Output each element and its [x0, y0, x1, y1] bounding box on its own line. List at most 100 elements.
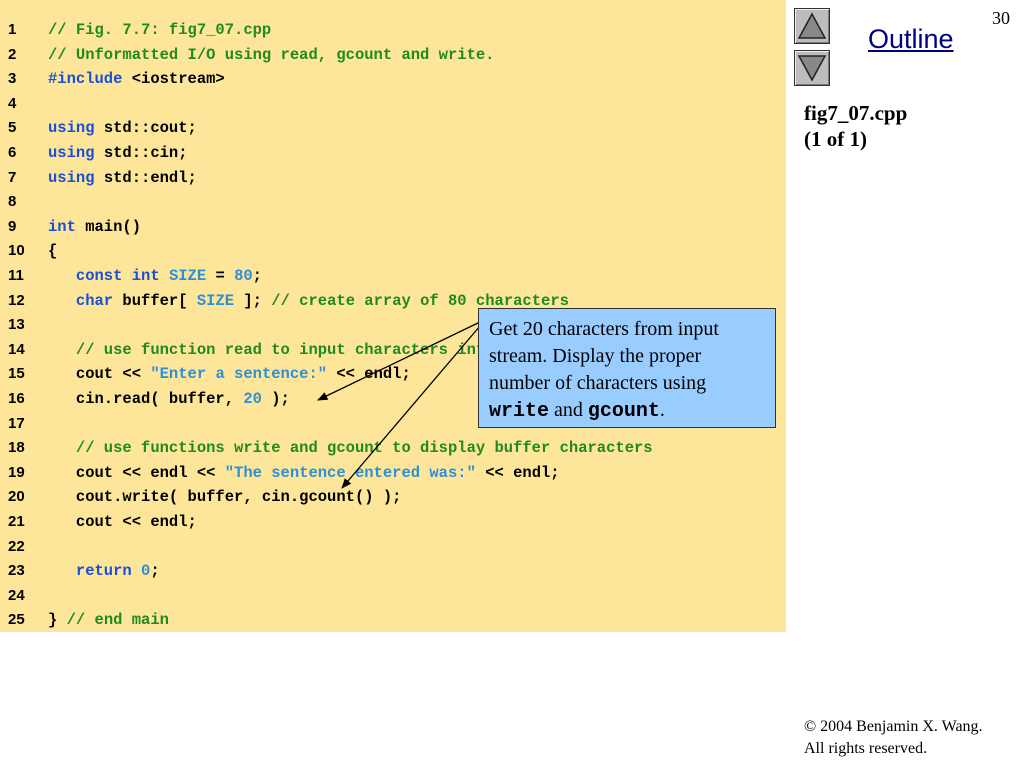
code-text: return 0; — [48, 559, 160, 583]
code-token — [48, 341, 76, 359]
code-line: 6 using std::cin; — [0, 141, 786, 165]
triangle-up-icon — [797, 12, 827, 39]
copyright-line2: All rights reserved. — [804, 740, 928, 757]
code-text: using std::cin; — [48, 141, 188, 165]
code-token: cout << endl << — [48, 463, 225, 482]
code-line: 16 cin.read( buffer, 20 ); — [0, 387, 786, 411]
comment-token: // Unformatted I/O using read, gcount an… — [48, 45, 495, 64]
code-token: cout << endl; — [48, 513, 197, 531]
code-token: << endl; — [475, 463, 560, 482]
code-token — [48, 562, 76, 580]
line-number: 5 — [8, 119, 17, 137]
file-name: fig7_07.cpp — [804, 101, 908, 125]
code-token: cout << — [48, 365, 151, 384]
code-token: ; — [252, 267, 262, 285]
keyword-token: int — [48, 217, 76, 236]
code-text: cout << "Enter a sentence:" << endl; — [48, 362, 411, 386]
line-number: 14 — [8, 340, 25, 358]
next-slide-button[interactable] — [794, 50, 830, 86]
code-text: cout << endl << "The sentence entered wa… — [48, 461, 560, 485]
line-number: 8 — [8, 193, 17, 211]
string-token: "The sentence entered was:" — [224, 463, 476, 482]
keyword-token: char — [75, 291, 114, 310]
code-line: 17 — [0, 412, 786, 436]
code-line: 8 — [0, 190, 786, 214]
code-text: #include <iostream> — [48, 67, 225, 91]
line-number: 7 — [8, 168, 17, 186]
copyright-line1: 2004 Benjamin X. Wang. — [816, 718, 983, 735]
code-line: 1 // Fig. 7.7: fig7_07.cpp — [0, 18, 786, 42]
keyword-token: using — [48, 144, 95, 162]
code-token: cin.read( buffer, — [48, 390, 244, 408]
keyword-token: using — [48, 119, 95, 138]
code-text: cin.read( buffer, 20 ); — [48, 387, 290, 411]
string-token: "Enter a sentence:" — [150, 365, 328, 384]
code-token: ; — [150, 562, 160, 581]
number-token: 0 — [141, 562, 151, 581]
code-line: 18 // use functions write and gcount to … — [0, 436, 786, 460]
code-text: // use functions write and gcount to dis… — [48, 436, 653, 460]
line-number: 12 — [8, 291, 25, 309]
line-number: 6 — [8, 144, 17, 161]
code-line: 12 char buffer[ SIZE ]; // create array … — [0, 289, 786, 313]
code-token: << endl; — [327, 365, 411, 384]
code-line: 5 using std::cout; — [0, 116, 786, 140]
code-token — [48, 292, 76, 310]
code-text: using std::cout; — [48, 116, 197, 140]
previous-slide-button[interactable] — [794, 8, 830, 44]
copyright-notice: © 2004 Benjamin X. Wang. All rights rese… — [804, 716, 983, 760]
line-number: 13 — [8, 316, 25, 334]
line-number: 10 — [8, 242, 25, 260]
keyword-token: return — [75, 562, 132, 581]
number-token: SIZE — [196, 291, 235, 310]
line-number: 20 — [8, 488, 25, 506]
number-token: 20 — [243, 390, 262, 408]
code-token — [132, 562, 141, 580]
code-line: 7 using std::endl; — [0, 166, 786, 190]
line-number: 19 — [8, 463, 25, 481]
code-line: 24 — [0, 584, 786, 608]
comment-token: // create array of 80 characters — [271, 291, 569, 310]
callout-and: and — [549, 399, 588, 421]
line-number: 22 — [8, 537, 25, 555]
code-text: { — [48, 239, 57, 263]
page-count: (1 of 1) — [804, 127, 867, 151]
line-number: 23 — [8, 562, 25, 580]
code-text: char buffer[ SIZE ]; // create array of … — [48, 289, 569, 313]
code-token: std::endl; — [94, 168, 197, 187]
outline-link[interactable]: Outline — [868, 24, 954, 54]
code-line: 3#include <iostream> — [0, 67, 786, 91]
line-number: 1 — [8, 21, 17, 38]
preprocessor-token: #include — [48, 70, 123, 89]
code-line: 21 cout << endl; — [0, 510, 786, 534]
code-line: 23 return 0; — [0, 559, 786, 583]
callout-write-function: write — [489, 400, 550, 423]
code-line: 10 { — [0, 239, 786, 263]
code-token: ); — [261, 390, 290, 408]
number-token: SIZE — [168, 267, 207, 285]
code-text: int main() — [48, 215, 141, 239]
code-line: 19 cout << endl << "The sentence entered… — [0, 461, 786, 485]
code-token: std::cout; — [94, 119, 197, 138]
code-token: <iostream> — [122, 70, 225, 89]
code-token: main() — [75, 217, 142, 236]
callout-period: . — [659, 399, 665, 421]
code-text: const int SIZE = 80; — [48, 264, 262, 288]
comment-token: // Fig. 7.7: fig7_07.cpp — [48, 21, 272, 39]
triangle-down-icon — [797, 55, 827, 82]
comment-token: // use functions write and gcount to dis… — [75, 439, 653, 458]
line-number: 21 — [8, 513, 25, 530]
code-line: 2 // Unformatted I/O using read, gcount a… — [0, 43, 786, 67]
code-token — [160, 267, 169, 285]
line-number: 15 — [8, 365, 25, 383]
line-number: 11 — [8, 267, 24, 284]
line-number: 2 — [8, 45, 17, 63]
code-token: { — [48, 242, 58, 261]
code-line: 13 — [0, 313, 786, 337]
line-number: 24 — [8, 586, 25, 604]
comment-token: // end main — [66, 611, 169, 630]
code-token: std::cin; — [94, 144, 188, 162]
keyword-token: using — [48, 168, 95, 187]
line-number: 4 — [8, 94, 17, 112]
callout-text: Get 20 characters from input stream. Dis… — [489, 318, 719, 394]
